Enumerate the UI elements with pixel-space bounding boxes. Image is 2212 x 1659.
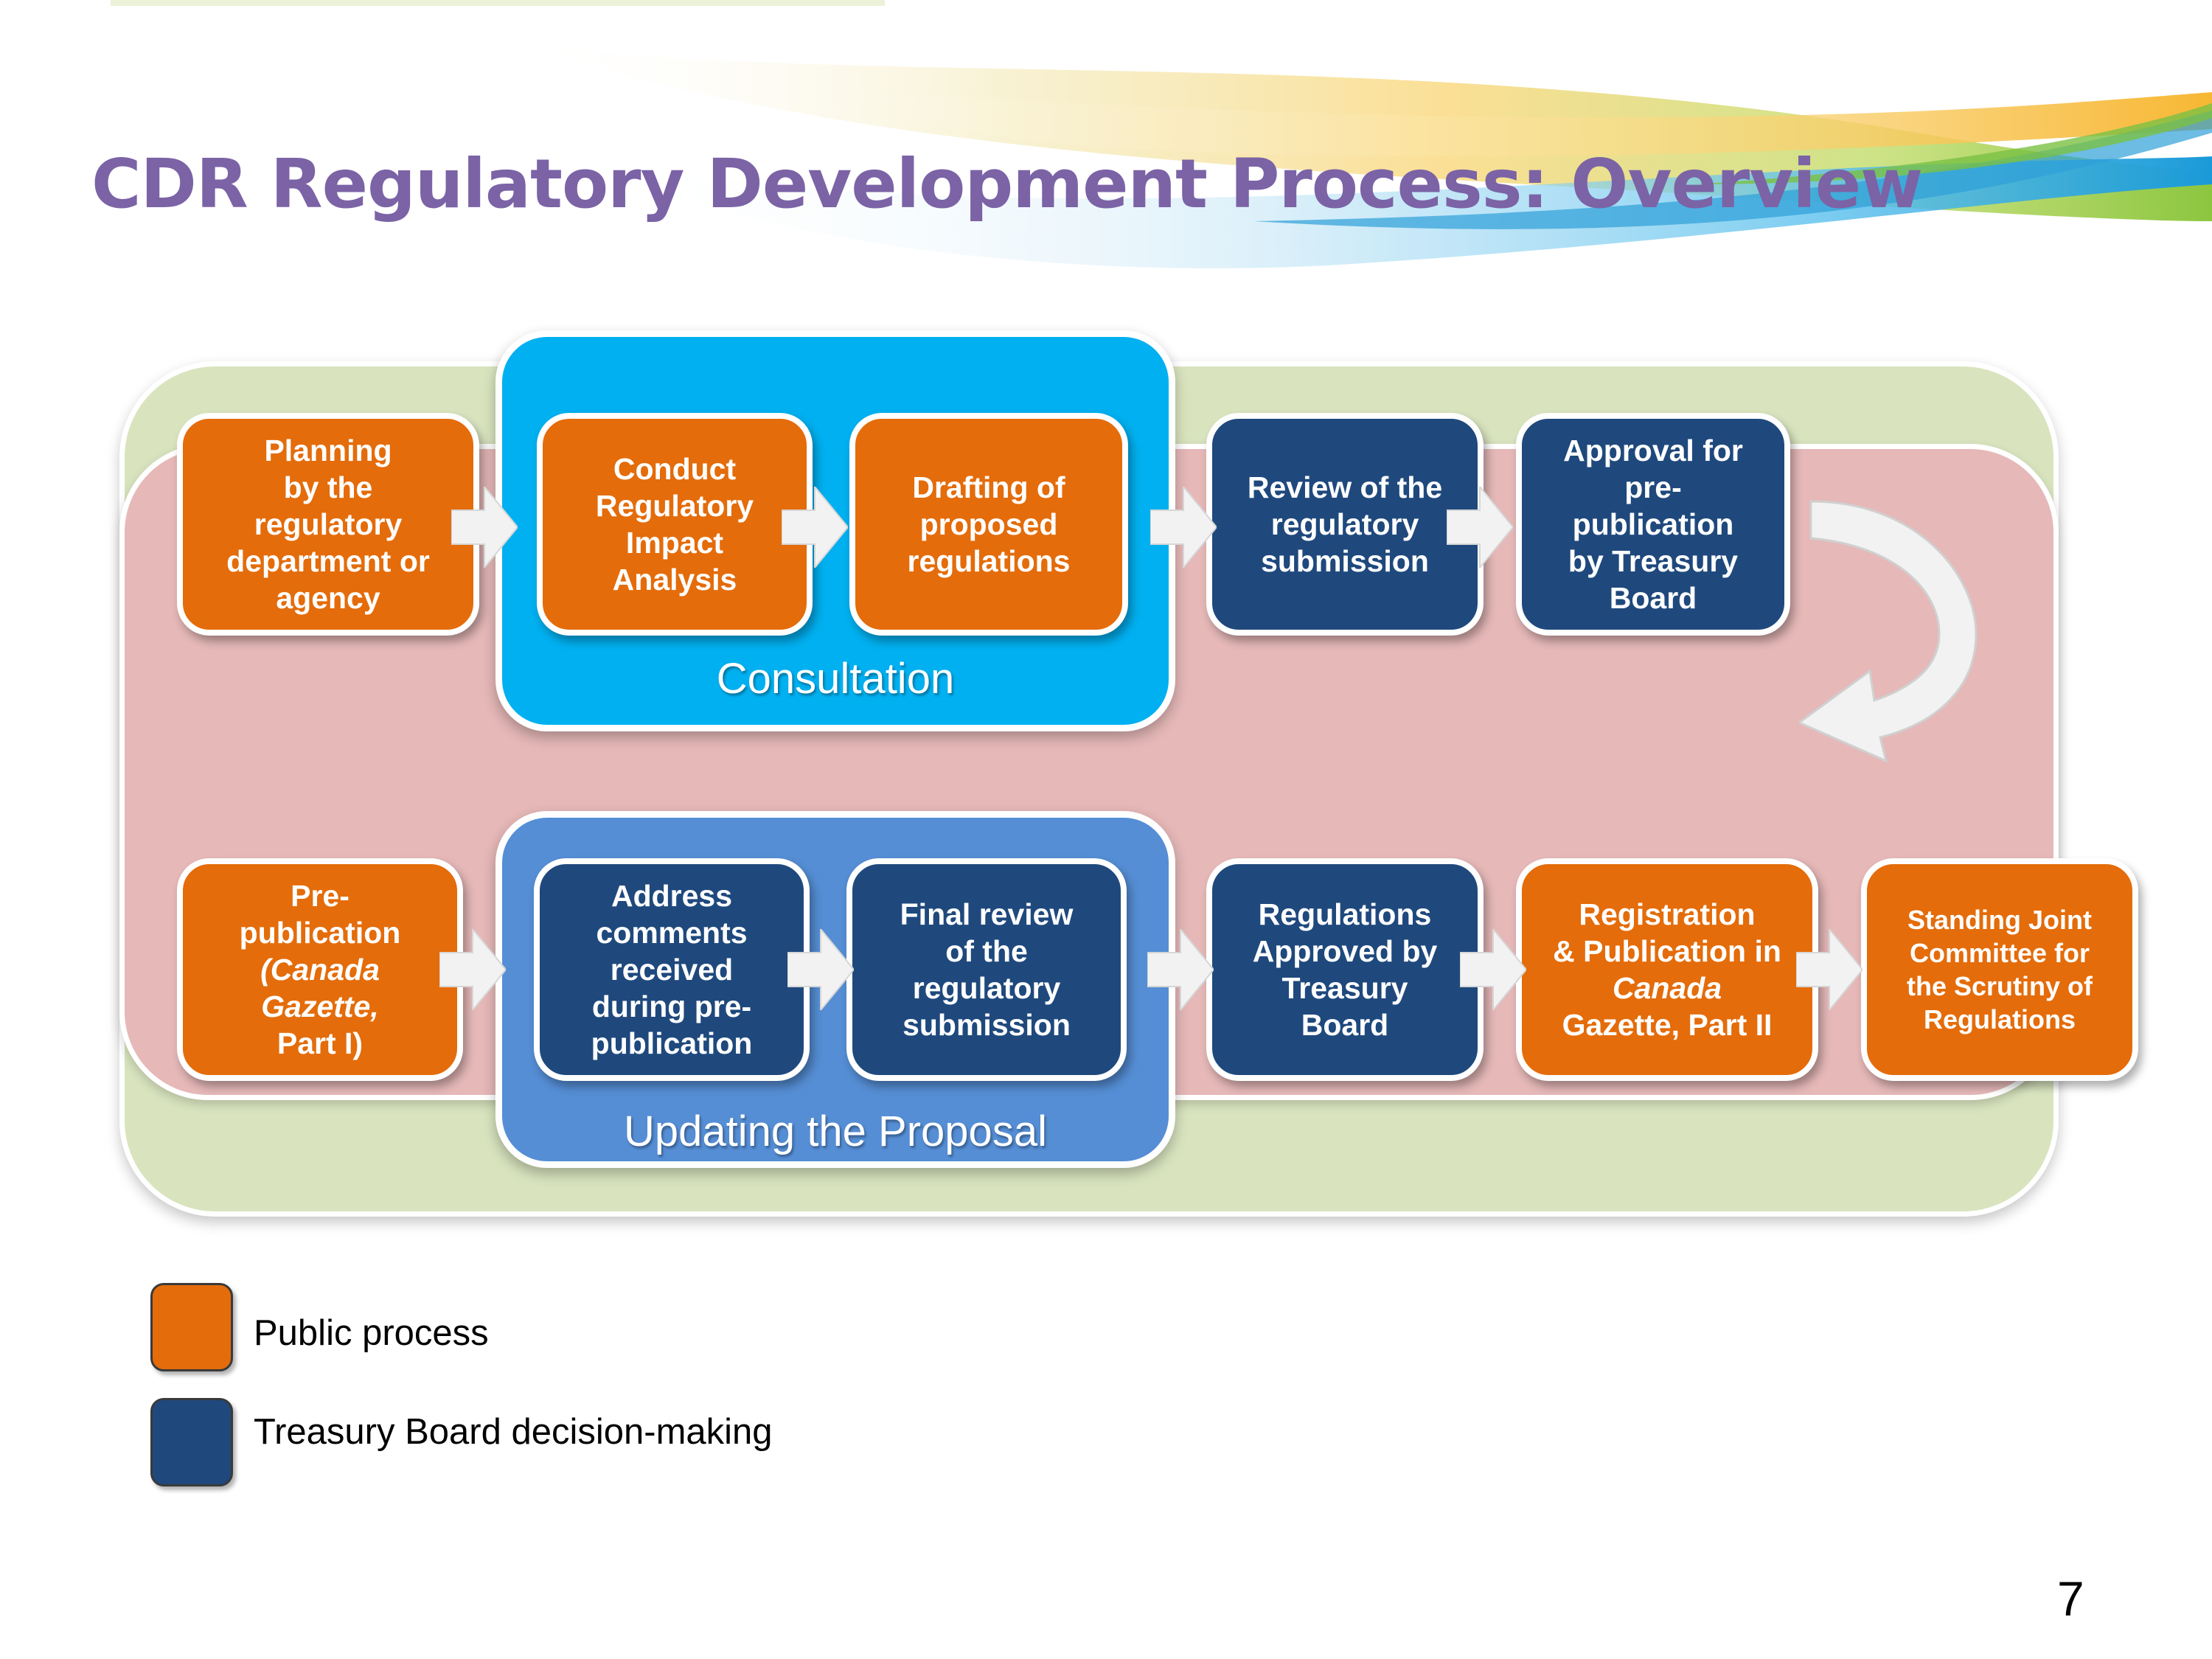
step-prepub-line: Gazette, [261,990,379,1023]
step-approved-line: Approved by [1252,934,1438,968]
legend-swatch-public [150,1283,233,1371]
step-regulations-approved: Regulations Approved by Treasury Board [1206,858,1484,1081]
step-planning: Planning by the regulatory department or… [177,413,479,636]
step-approved-line: Regulations [1258,897,1432,931]
step-prepublication: Pre- publication (Canada Gazette, Part I… [177,858,463,1081]
step-drafting-line: proposed [919,507,1058,541]
arrow-right-icon [1147,929,1214,1010]
step-ria-line: Analysis [612,563,737,597]
step-registration-publication: Registration & Publication in Canada Gaz… [1516,858,1818,1081]
step-prepub-line: (Canada [260,953,380,987]
legend-swatch-treasury [150,1398,233,1486]
step-approval-pre-line: publication [1572,507,1734,541]
step-sjc-line: Regulations [1923,1004,2076,1034]
arrow-right-icon [1796,929,1863,1010]
step-ria-line: Impact [625,526,724,560]
step-address-line: received [610,953,734,987]
step-registration-line: Registration [1579,897,1756,931]
step-approved-line: Treasury [1281,971,1408,1005]
step-review-line: regulatory [1270,507,1419,541]
arrow-right-icon [787,929,854,1010]
step-review-submission: Review of the regulatory submission [1206,413,1484,636]
arrow-right-icon [1460,929,1526,1010]
step-ria-line: Conduct [613,452,737,486]
step-address-comments: Address comments received during pre- pu… [534,858,810,1081]
step-prepub-line: publication [239,916,401,950]
step-address-line: comments [596,916,748,950]
step-final-review-line: Final review [900,897,1074,931]
step-address-line: Address [611,879,733,913]
step-final-review: Final review of the regulatory submissio… [846,858,1127,1081]
step-prepub-line: Part I) [276,1026,364,1060]
step-planning-line: by the [283,470,373,504]
page-title: CDR Regulatory Development Process: Over… [91,145,1923,223]
step-approved-line: Board [1301,1008,1389,1042]
updating-proposal-label: Updating the Proposal [624,1107,1047,1155]
step-final-review-line: submission [902,1008,1071,1042]
step-prepub-line: Pre- [291,879,349,913]
step-approval-pre-line: Board [1609,581,1697,615]
step-review-line: submission [1261,544,1429,578]
step-sjc-line: Committee for [1909,938,2090,968]
step-address-line: publication [591,1026,753,1060]
step-drafting-line: regulations [907,544,1071,578]
arrow-right-icon [451,487,518,568]
step-approval-pre-line: pre- [1624,470,1682,504]
step-approval-pre-line: by Treasury [1568,544,1739,578]
page-number: 7 [2057,1571,2084,1626]
step-ria-line: Regulatory [595,489,754,523]
arrow-right-icon [1447,487,1513,568]
curved-arrow-icon [1799,500,1978,763]
step-drafting-line: Drafting of [912,470,1065,504]
step-address-line: during pre- [591,990,752,1023]
step-planning-line: agency [276,581,380,615]
step-registration-line: & Publication in [1553,934,1781,968]
legend-public-label: Public process [254,1313,489,1353]
step-planning-line: Planning [264,434,392,467]
arrow-right-icon [1150,487,1217,568]
step-approval-pre-line: Approval for [1563,434,1743,467]
arrow-right-icon [439,929,506,1010]
step-approval-prepublication: Approval for pre- publication by Treasur… [1516,413,1790,636]
step-registration-line: Canada [1612,971,1722,1005]
legend-treasury-label: Treasury Board decision-making [254,1412,773,1452]
step-drafting: Drafting of proposed regulations [849,413,1128,636]
consultation-label: Consultation [716,655,955,703]
step-sjc-line: the Scrutiny of [1906,971,2093,1001]
step-planning-line: department or [226,544,430,578]
step-final-review-line: regulatory [912,971,1061,1005]
step-final-review-line: of the [945,934,1028,968]
step-review-line: Review of the [1247,470,1443,504]
header-swoosh-graphic [111,0,2212,268]
step-sjc-line: Standing Joint [1907,905,2092,935]
step-standing-joint-committee: Standing Joint Committee for the Scrutin… [1861,858,2138,1081]
step-registration-line: Gazette, Part II [1562,1008,1773,1042]
step-regulatory-impact-analysis: Conduct Regulatory Impact Analysis [537,413,813,636]
arrow-right-icon [782,487,848,568]
step-planning-line: regulatory [254,507,403,541]
